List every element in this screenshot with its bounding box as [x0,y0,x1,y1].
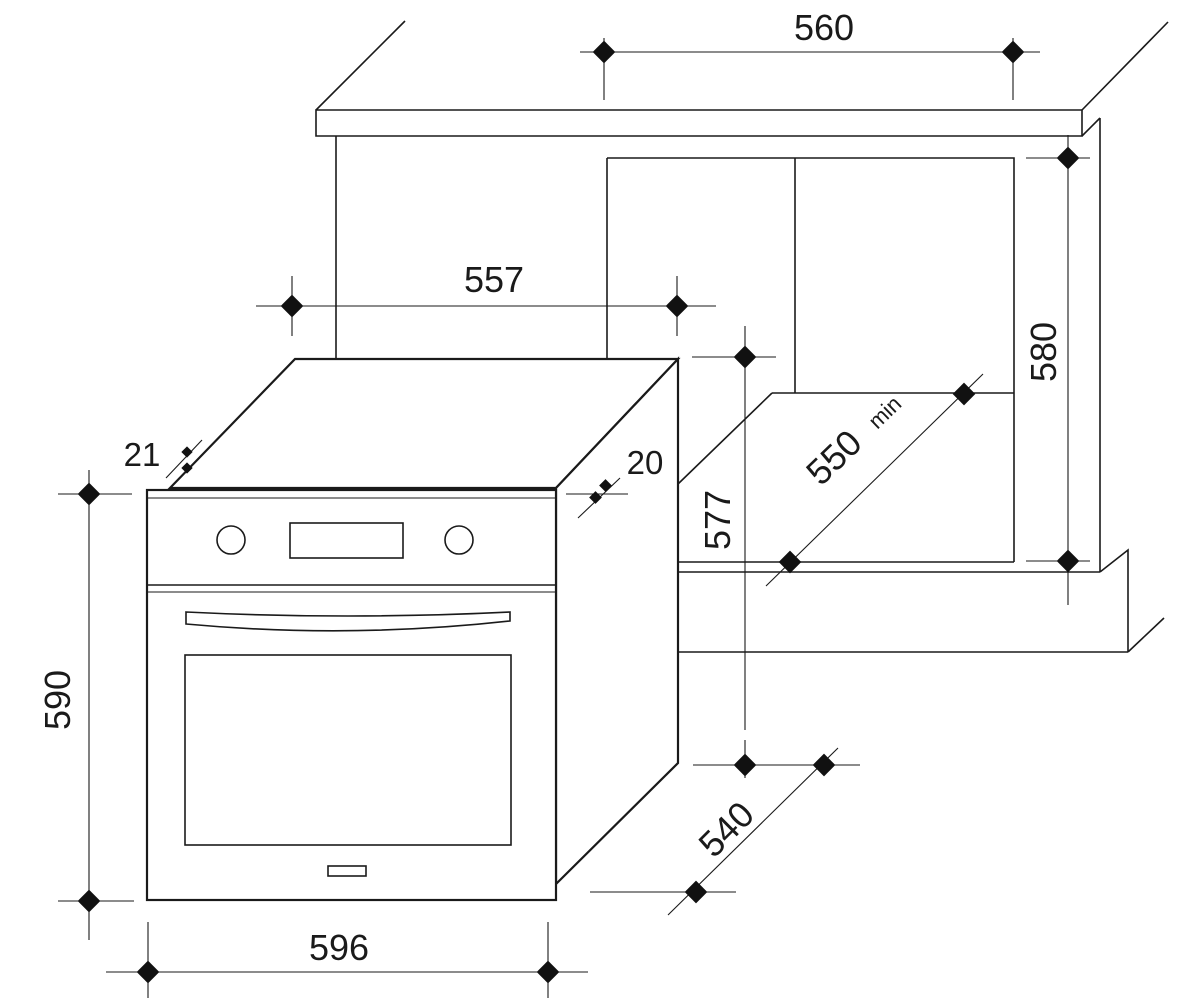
dimension-label-577: 577 [697,490,738,550]
dimension-oven-height: 590 [37,470,134,940]
oven-window [184,654,512,846]
oven-front [145,488,558,902]
dimension-label-560: 560 [794,7,854,48]
left-knob-icon [216,525,246,555]
display-panel [289,522,404,559]
dimension-label-590: 590 [37,670,78,730]
countertop [315,20,1169,137]
dimension-label-596: 596 [309,927,369,968]
dimension-label-550: 550 [798,422,870,493]
door-handle [185,611,511,632]
dimension-top-width: 560 [580,7,1040,100]
dimension-label-min: min [863,391,906,434]
dimension-label-20: 20 [627,444,664,481]
dimension-label-557: 557 [464,259,524,300]
cabinet-right-panel [1099,118,1165,653]
dimension-min-depth: 550 min [765,373,984,587]
dimension-opening-height: 577 [692,326,860,778]
dimension-label-21: 21 [124,436,161,473]
brand-badge [327,865,367,877]
right-knob-icon [444,525,474,555]
dimension-inner-width: 557 [256,259,716,336]
dimension-top-offset: 21 [124,436,203,479]
cabinet-base [678,571,1128,653]
dimension-side-offset: 20 [566,444,664,519]
dimension-oven-width: 596 [106,922,588,998]
dimension-label-580: 580 [1023,322,1064,382]
dimension-inner-height: 580 [1023,135,1090,605]
dimension-label-540: 540 [690,793,761,864]
oven [145,356,681,902]
